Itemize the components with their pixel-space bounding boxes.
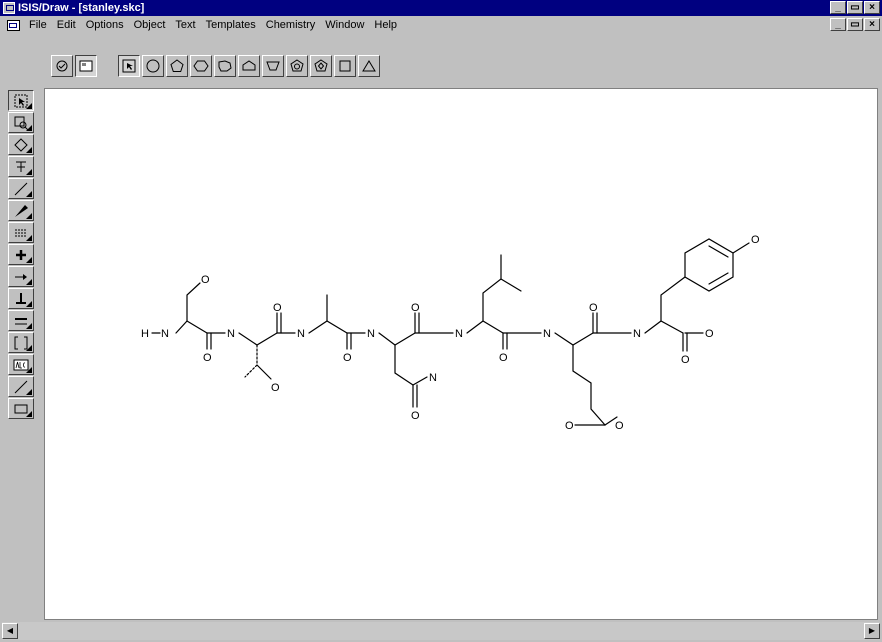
menu-window[interactable]: Window — [325, 19, 365, 31]
dashed-bond-icon[interactable] — [8, 222, 34, 243]
window-controls: _ ▭ × — [830, 1, 880, 14]
doc-restore-button[interactable]: ▭ — [847, 18, 863, 31]
rotate-icon[interactable] — [8, 134, 34, 155]
atom-label-o7: O — [411, 410, 420, 422]
cyclohexane-icon[interactable] — [190, 55, 212, 77]
atom-icon[interactable] — [8, 156, 34, 177]
doc-minimize-button[interactable]: _ — [830, 18, 846, 31]
cyclooctane-icon[interactable] — [238, 55, 260, 77]
single-bond-icon[interactable] — [8, 178, 34, 199]
drawing-canvas[interactable]: H N O O N O O N O N O N O N O N O O O N … — [44, 88, 878, 620]
menu-chemistry[interactable]: Chemistry — [265, 19, 316, 31]
atom-label-n3: N — [297, 328, 305, 340]
benzene-icon[interactable] — [262, 55, 284, 77]
scroll-right-icon[interactable]: ▶ — [864, 623, 880, 639]
double-bond-icon[interactable] — [8, 310, 34, 331]
atom-label-n4: N — [367, 328, 375, 340]
scroll-left-icon[interactable]: ◀ — [2, 623, 18, 639]
rectangle-icon[interactable] — [8, 398, 34, 419]
document-window-controls: _ ▭ × — [830, 18, 880, 31]
text-abc-icon[interactable] — [8, 354, 34, 375]
sgroup-icon[interactable] — [8, 332, 34, 353]
select-arrow-icon[interactable] — [118, 55, 140, 77]
cyclopropane-icon[interactable] — [142, 55, 164, 77]
furanose-icon[interactable] — [310, 55, 332, 77]
atom-label-o6: O — [411, 302, 420, 314]
atom-label-o5: O — [343, 352, 352, 364]
ring-template-group — [118, 55, 380, 77]
plus-charge-icon[interactable] — [8, 244, 34, 265]
atom-label-o4: O — [273, 302, 282, 314]
atom-label-n6: N — [455, 328, 463, 340]
atom-label-h: H — [141, 328, 149, 340]
square-icon[interactable] — [334, 55, 356, 77]
bracket-icon[interactable] — [8, 288, 34, 309]
title-bar: ISIS/Draw - [stanley.skc] _ ▭ × — [0, 0, 882, 16]
lasso-select-icon[interactable] — [8, 90, 34, 111]
atom-label-o12: O — [681, 354, 690, 366]
atom-label-n7: N — [543, 328, 551, 340]
atom-label-o1: O — [201, 274, 210, 286]
line-icon[interactable] — [8, 376, 34, 397]
atom-label-o13: O — [705, 328, 714, 340]
atom-label-o11: O — [615, 420, 624, 432]
menu-text[interactable]: Text — [175, 19, 196, 31]
menu-help[interactable]: Help — [374, 19, 398, 31]
atom-label-n1: N — [161, 328, 169, 340]
cyclopentane-icon[interactable] — [166, 55, 188, 77]
drawing-palette — [8, 90, 36, 420]
menu-edit[interactable]: Edit — [56, 19, 76, 31]
triangle-icon[interactable] — [358, 55, 380, 77]
chemistry-mode-icon[interactable] — [51, 55, 73, 77]
atom-label-o8: O — [499, 352, 508, 364]
app-icon[interactable] — [3, 2, 15, 14]
maximize-button[interactable]: ▭ — [847, 1, 863, 14]
atom-label-o9: O — [589, 302, 598, 314]
template-mode-icon[interactable] — [75, 55, 97, 77]
atom-label-n8: N — [633, 328, 641, 340]
peptide-structure[interactable]: H N O O N O O N O N O N O N O N O O O N … — [45, 89, 879, 621]
atom-label-o3: O — [271, 382, 280, 394]
window-title: ISIS/Draw - [stanley.skc] — [18, 2, 145, 14]
atom-label-n5: N — [429, 372, 437, 384]
zoom-icon[interactable] — [8, 112, 34, 133]
menu-file[interactable]: File — [29, 19, 47, 31]
mode-group — [51, 55, 97, 77]
doc-close-button[interactable]: × — [864, 18, 880, 31]
menu-templates[interactable]: Templates — [205, 19, 256, 31]
cyclohexane-chair-icon[interactable] — [286, 55, 308, 77]
template-toolbar — [0, 34, 882, 84]
horizontal-scrollbar[interactable]: ◀ ▶ — [2, 622, 880, 640]
atom-label-n2: N — [227, 328, 235, 340]
cycloheptane-icon[interactable] — [214, 55, 236, 77]
atom-label-o14: O — [751, 234, 760, 246]
minimize-button[interactable]: _ — [830, 1, 846, 14]
close-button[interactable]: × — [864, 1, 880, 14]
menu-options[interactable]: Options — [85, 19, 124, 31]
menu-object[interactable]: Object — [133, 19, 166, 31]
wedge-bond-icon[interactable] — [8, 200, 34, 221]
document-icon[interactable] — [6, 18, 20, 32]
atom-label-o10: O — [565, 420, 574, 432]
arrow-icon[interactable] — [8, 266, 34, 287]
atom-label-o2: O — [203, 352, 212, 364]
menu-bar: File Edit Options Object Text Templates … — [0, 16, 882, 34]
